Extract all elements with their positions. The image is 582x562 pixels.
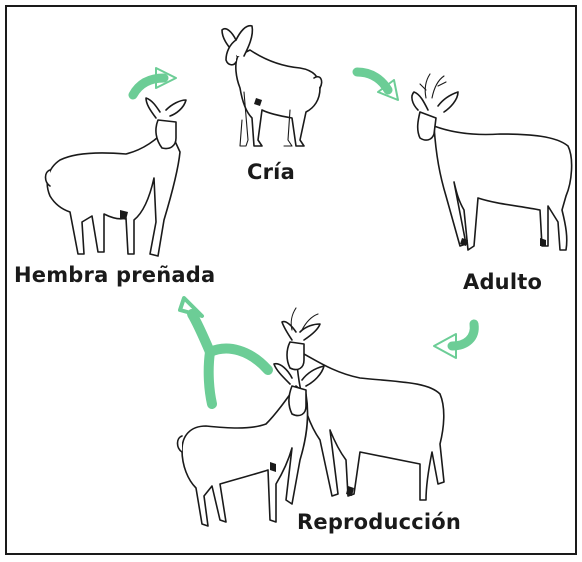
arrow-adulto-to-reproduccion-icon xyxy=(433,319,479,359)
stage-label-reproduccion: Reproducción xyxy=(297,510,462,534)
fawn-illustration xyxy=(221,24,323,147)
stage-label-cria: Cría xyxy=(247,160,295,184)
arrow-cria-to-adulto-icon xyxy=(352,67,399,101)
stage-label-hembra: Hembra preñada xyxy=(14,263,216,287)
reproduction-pair-illustration xyxy=(176,307,445,527)
arrow-reproduccion-to-hembra-icon xyxy=(178,296,273,409)
pregnant-doe-illustration xyxy=(44,97,187,257)
stage-label-adulto: Adulto xyxy=(463,270,543,294)
adult-buck-illustration xyxy=(411,73,573,251)
arrow-hembra-to-cria-icon xyxy=(128,67,177,100)
